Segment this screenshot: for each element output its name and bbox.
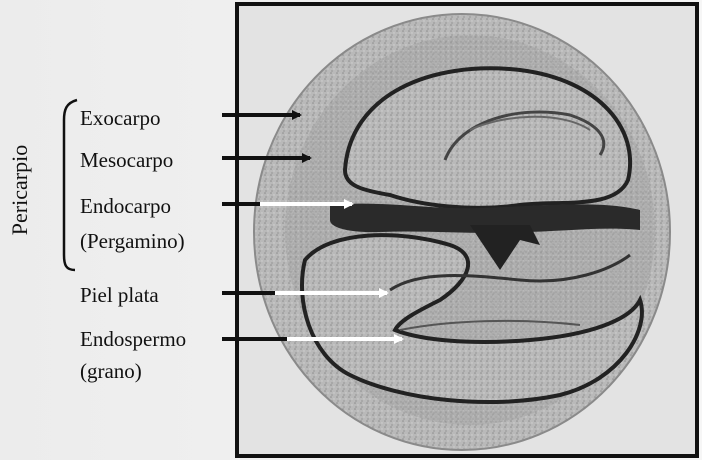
label-endospermo: Endospermo bbox=[80, 326, 186, 352]
label-exocarpo: Exocarpo bbox=[80, 105, 160, 131]
label-piel-plata: Piel plata bbox=[80, 282, 159, 308]
label-mesocarpo: Mesocarpo bbox=[80, 147, 173, 173]
pericarpio-bracket bbox=[64, 100, 77, 270]
label-pergamino: (Pergamino) bbox=[80, 228, 185, 254]
label-grano: (grano) bbox=[80, 358, 142, 384]
label-endocarpo: Endocarpo bbox=[80, 193, 171, 219]
